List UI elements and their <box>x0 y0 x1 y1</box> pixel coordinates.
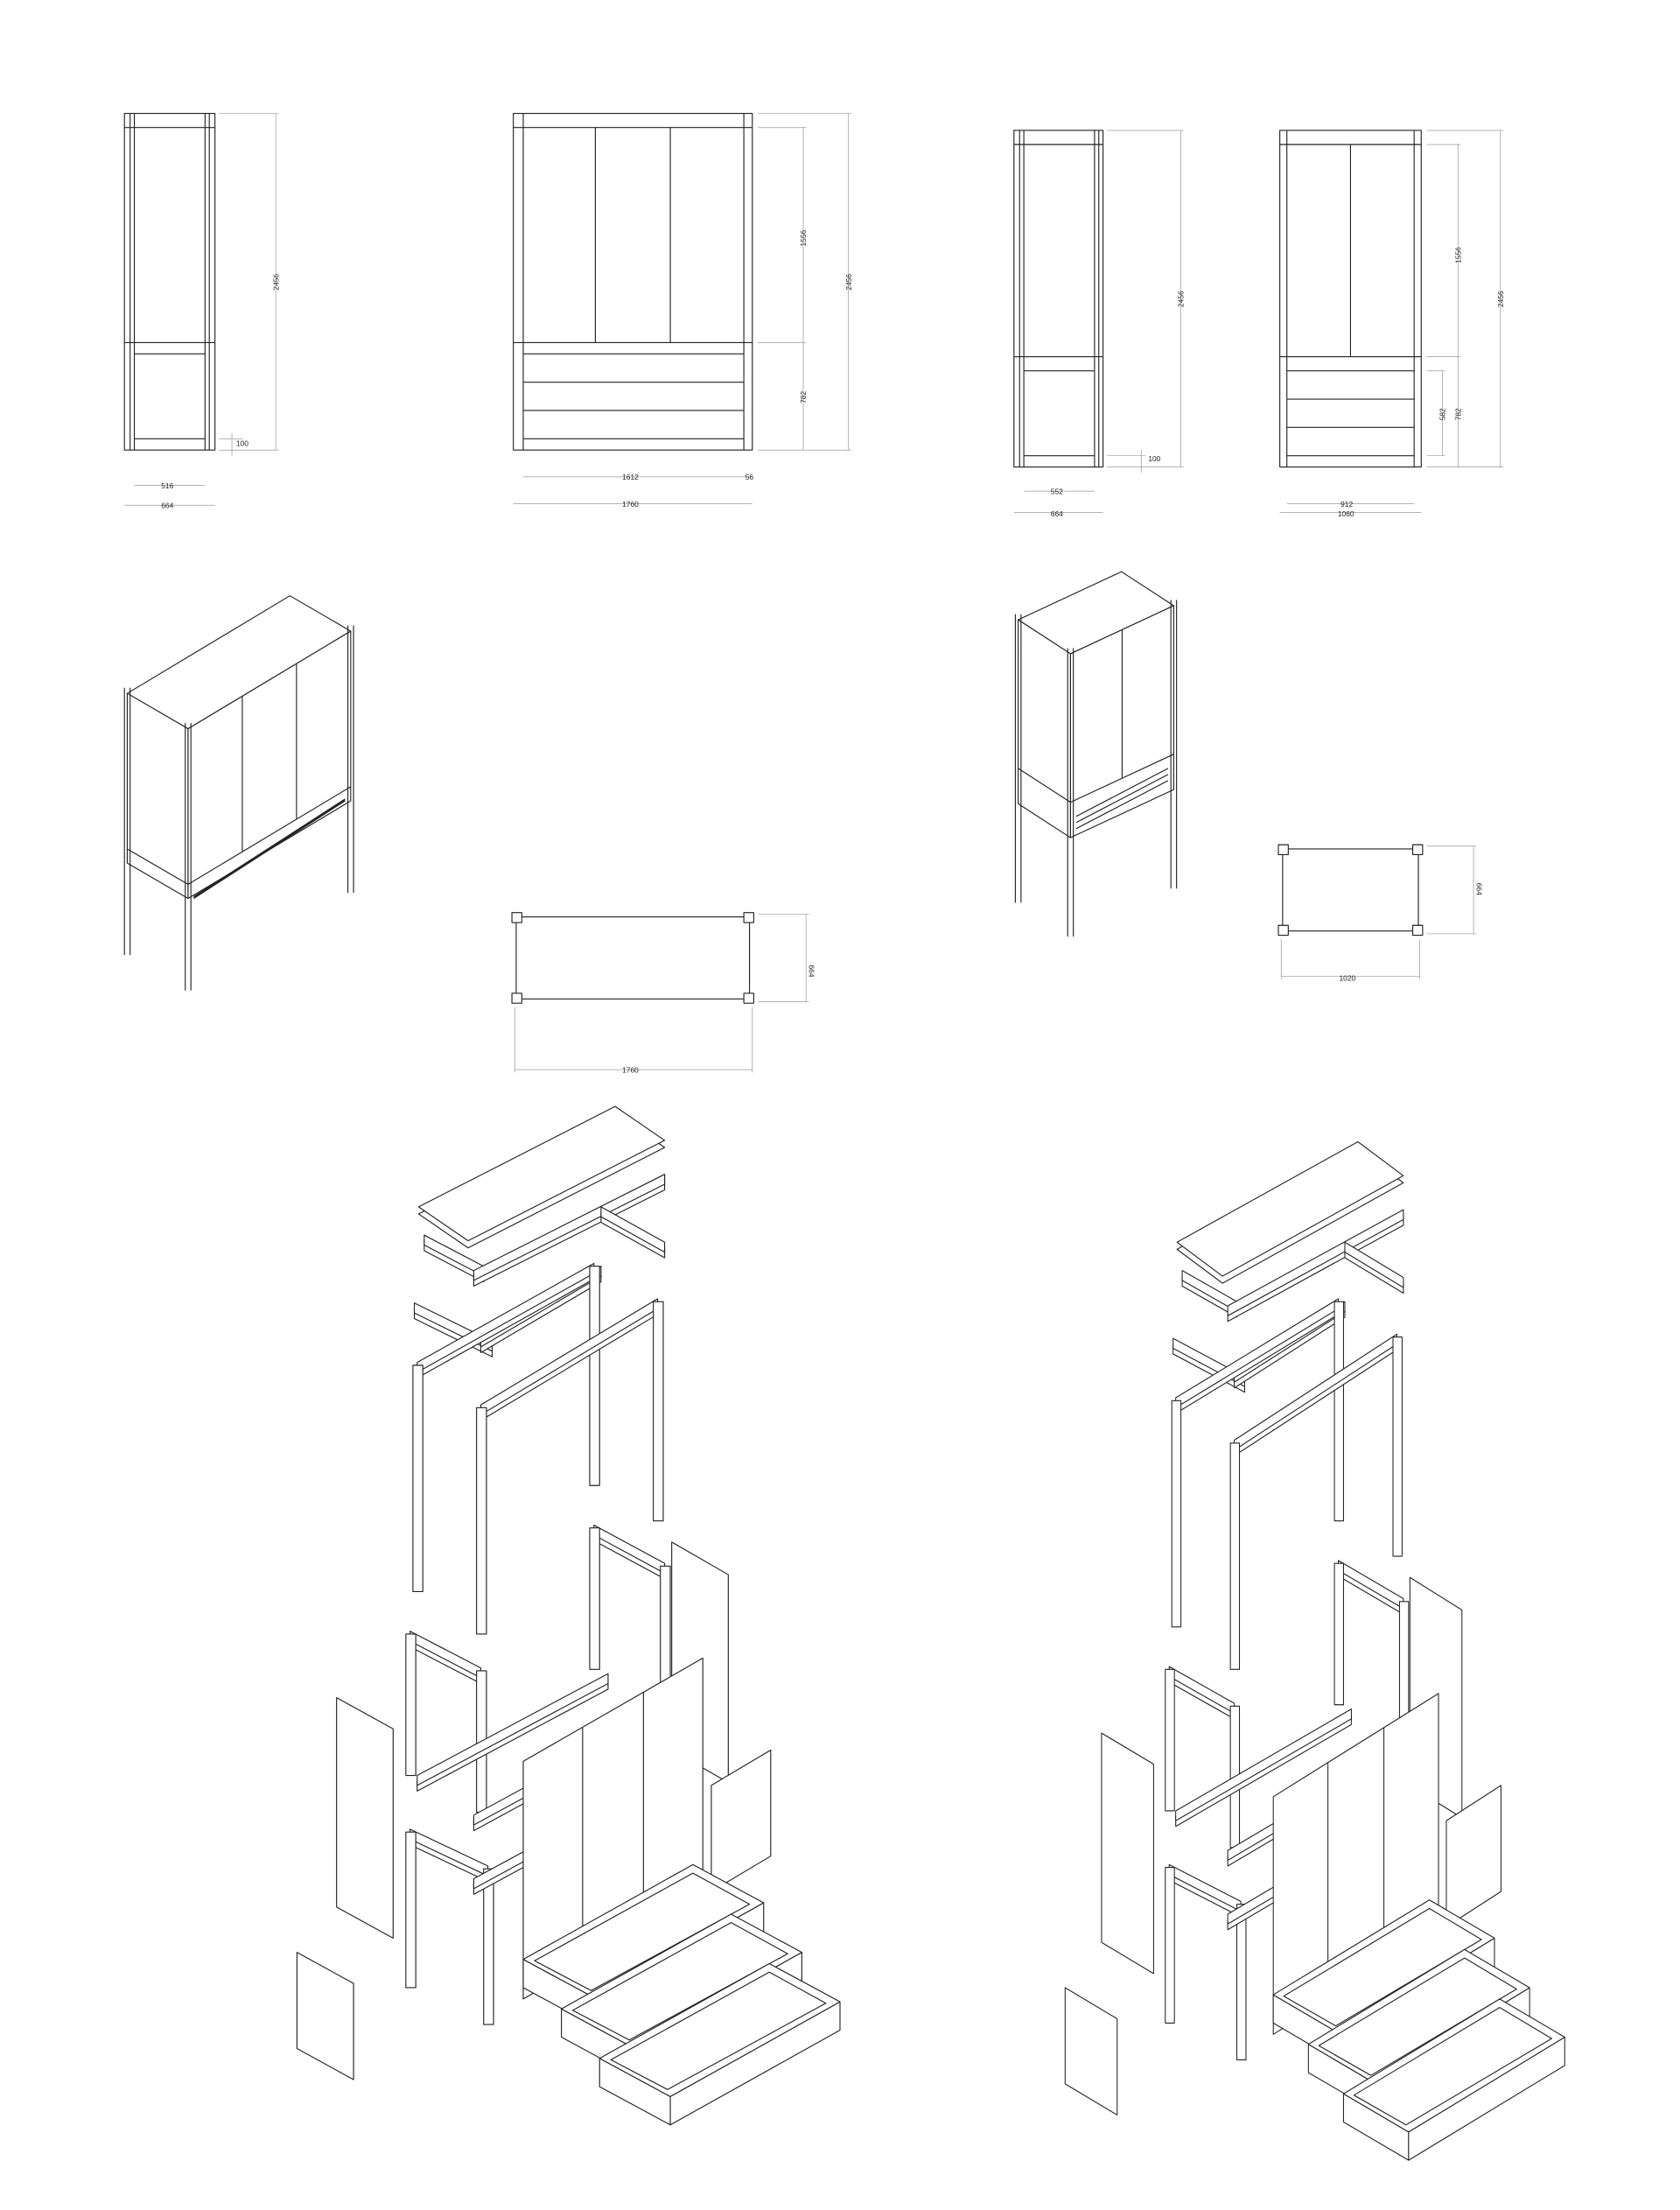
frame-post <box>1334 1562 1345 1706</box>
rail <box>416 1673 609 1786</box>
frame-post <box>405 1633 416 1777</box>
dim-height: 2456 <box>271 274 280 291</box>
dim-height: 2456 <box>844 274 853 291</box>
drawer-interior <box>610 1971 827 2090</box>
exploded-view-2door <box>1064 1140 1565 2161</box>
frame-post <box>1229 1442 1241 1670</box>
section-line <box>127 848 189 885</box>
back-lower-panel <box>1446 1785 1502 1928</box>
drawer-interior <box>1353 2007 1552 2126</box>
frame-post <box>1392 1336 1403 1557</box>
dim-width: 1020 <box>1340 973 1356 982</box>
frame-post <box>405 1831 416 1989</box>
frame-post <box>1334 1301 1345 1522</box>
dim-inner-depth: 516 <box>161 481 173 490</box>
dim-inner-width: 912 <box>1340 500 1353 509</box>
frame-post <box>1236 1904 1247 2060</box>
side-face <box>1018 619 1071 838</box>
dim-upper: 1556 <box>1453 247 1462 263</box>
drawer-line <box>1075 780 1169 830</box>
drawer-line <box>1075 768 1169 817</box>
drawer-interior <box>534 1872 751 1991</box>
dim-drawers: 582 <box>1438 408 1447 420</box>
dim-lower: 782 <box>799 391 808 403</box>
drawer-line <box>1075 774 1169 824</box>
dim-depth: 664 <box>1051 509 1063 518</box>
frame-post <box>412 1365 424 1593</box>
isometric-2door <box>1014 571 1178 937</box>
frame-post <box>483 1868 494 2025</box>
top-panel <box>417 1105 666 1242</box>
dim-width: 1760 <box>622 1065 639 1074</box>
frame-post <box>653 1301 664 1522</box>
frame-beam <box>1168 1863 1242 1912</box>
side-face <box>126 692 189 900</box>
elevation-3door-front: 1556 782 2456 1612 56 1760 <box>513 113 853 509</box>
dim-post: 56 <box>746 473 754 481</box>
dim-width: 1060 <box>1338 509 1354 518</box>
drawer-interior <box>571 1922 788 2041</box>
drawer-interior <box>1283 1907 1482 2027</box>
drawer-line <box>193 798 346 897</box>
dim-height: 2456 <box>1177 291 1186 307</box>
elevation-3door-side: 2456 100 516 664 <box>123 113 280 509</box>
dim-leg: 100 <box>236 438 248 447</box>
isometric-3door <box>123 595 354 991</box>
frame-post <box>1171 1400 1182 1628</box>
rail <box>1175 1708 1352 1821</box>
dim-depth: 664 <box>1474 883 1483 895</box>
side-panel <box>1101 1732 1154 1975</box>
rail <box>1344 1241 1404 1288</box>
dim-lower: 782 <box>1453 408 1462 420</box>
plan-2door: 664 1020 <box>1278 844 1483 982</box>
top-panel <box>1176 1140 1404 1277</box>
elevation-2door-front: 1556 582 782 2456 912 1060 <box>1279 130 1505 518</box>
dim-depth: 664 <box>807 965 816 978</box>
side-lower-panel <box>296 1952 354 2080</box>
dim-inner-width: 1612 <box>622 473 639 481</box>
frame-beam <box>410 1631 482 1679</box>
frame-beam <box>1338 1560 1404 1610</box>
plan-3door: 664 1760 <box>511 912 816 1074</box>
back-lower-panel <box>710 1749 772 1892</box>
frame-beam <box>1168 1666 1236 1715</box>
dim-leg: 100 <box>1148 454 1160 463</box>
side-panel <box>336 1697 394 1939</box>
section-line <box>187 786 352 885</box>
frame-beam <box>410 1828 489 1877</box>
drawer-line <box>193 799 346 898</box>
dim-inner-depth: 552 <box>1051 487 1063 495</box>
side-lower-panel <box>1064 1987 1118 2116</box>
dim-depth: 664 <box>161 501 173 509</box>
drawer-interior <box>1318 1957 1517 2076</box>
frame-post <box>589 1266 600 1486</box>
rail <box>600 1206 666 1253</box>
frame-post <box>589 1527 600 1670</box>
dim-width: 1760 <box>622 500 639 509</box>
frame-beam <box>593 1524 666 1575</box>
frame-post <box>476 1407 487 1635</box>
exploded-view-3door <box>296 1105 841 2126</box>
frame-post <box>1165 1668 1175 1812</box>
frame-post <box>1165 1867 1175 2024</box>
dim-height: 2456 <box>1496 291 1505 307</box>
elevation-2door-side: 2456 100 552 664 <box>1013 130 1186 518</box>
dim-upper: 1556 <box>799 229 808 246</box>
drawer-line <box>193 800 346 900</box>
section-line <box>1018 768 1071 803</box>
